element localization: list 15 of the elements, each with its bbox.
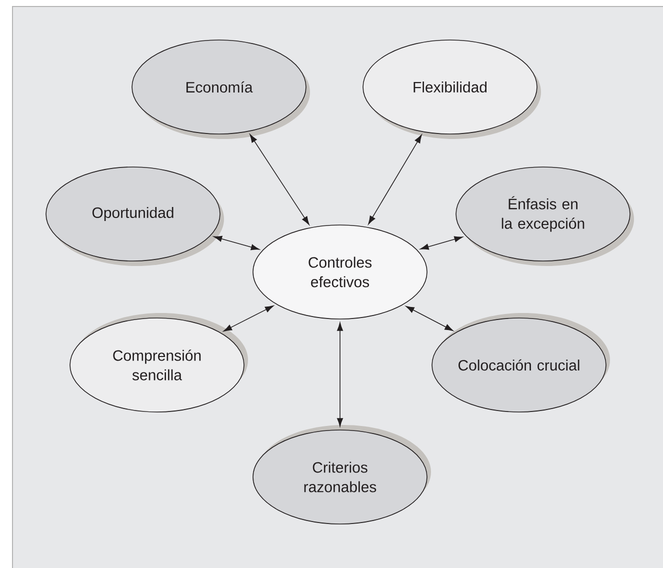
arrow	[223, 306, 274, 332]
ellipse-node: Flexibilidad	[362, 40, 541, 139]
ellipse-node: Economía	[132, 40, 310, 139]
ellipse-node: Énfasis en la excepción	[456, 166, 634, 266]
ellipse-node: Comprensión sencilla	[70, 313, 248, 412]
ellipse-node: Criterios razonables	[252, 425, 431, 524]
arrow	[250, 134, 310, 225]
arrow	[214, 236, 260, 250]
arrow	[337, 322, 343, 427]
arrow	[420, 236, 463, 250]
arrow	[406, 306, 454, 332]
ellipse-node: Colocación crucial	[432, 313, 610, 412]
ellipse-node: Controles efectivos	[252, 224, 428, 320]
ellipse-node: Oportunidad	[46, 166, 224, 266]
arrow	[368, 134, 422, 224]
